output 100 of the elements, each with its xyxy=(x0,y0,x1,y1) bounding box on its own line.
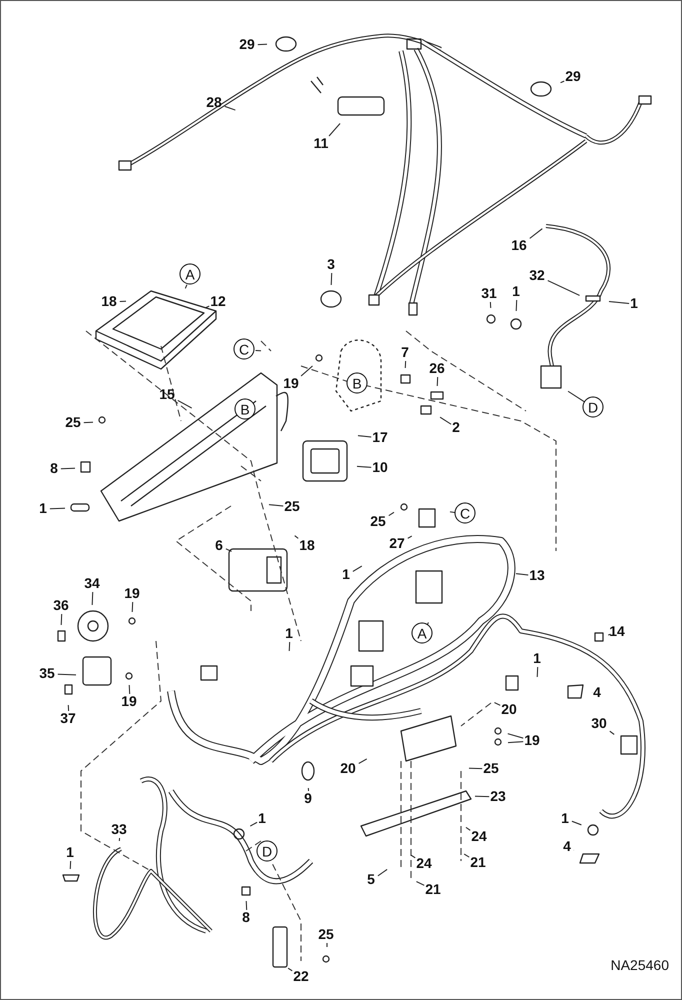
callout-number: 1 xyxy=(533,651,541,665)
leader-line xyxy=(436,376,438,386)
leader-line xyxy=(356,466,372,468)
callout-number: 25 xyxy=(284,499,300,513)
callout-number: 25 xyxy=(483,761,499,775)
callout-number: 10 xyxy=(372,460,388,474)
leader-line xyxy=(465,826,471,831)
callout-number: 1 xyxy=(285,626,293,640)
leader-line xyxy=(515,573,529,576)
callout-number: 28 xyxy=(206,95,222,109)
callout-number: 25 xyxy=(318,927,334,941)
leader-line xyxy=(536,666,538,678)
leader-line xyxy=(60,614,62,626)
callout-number: 27 xyxy=(389,536,405,550)
leader-line xyxy=(508,741,524,744)
leader-line xyxy=(288,968,293,972)
callout-number: 21 xyxy=(425,882,441,896)
leader-line xyxy=(468,768,483,770)
leader-line xyxy=(132,602,134,612)
callout-number: 29 xyxy=(239,37,255,51)
callout-number: 6 xyxy=(215,538,223,552)
callout-number: 19 xyxy=(283,376,299,390)
callout-number: 16 xyxy=(511,238,527,252)
callout-number: 5 xyxy=(367,872,375,886)
callout-number: 12 xyxy=(210,294,226,308)
leader-line xyxy=(83,422,94,424)
callout-number: 8 xyxy=(50,461,58,475)
leader-line xyxy=(177,400,192,409)
leader-line xyxy=(118,838,120,842)
leader-line xyxy=(205,306,210,308)
callout-number: 15 xyxy=(159,387,175,401)
leader-line xyxy=(358,758,368,764)
callout-number: 3 xyxy=(327,257,335,271)
callout-number: 1 xyxy=(39,501,47,515)
leader-line xyxy=(357,435,372,438)
leader-line xyxy=(388,512,394,516)
leader-line xyxy=(300,365,313,376)
leader-line xyxy=(560,80,565,84)
callout-number: 30 xyxy=(591,716,607,730)
leader-line xyxy=(268,504,284,507)
leader-line xyxy=(490,302,492,308)
callout-number: 14 xyxy=(609,624,625,638)
leader-line xyxy=(377,868,388,876)
leader-line xyxy=(184,284,188,289)
leader-line xyxy=(352,566,362,572)
leader-line xyxy=(294,535,299,539)
callout-number: 1 xyxy=(512,284,520,298)
callout-number: 19 xyxy=(124,586,140,600)
leader-line xyxy=(225,548,232,552)
leader-line xyxy=(224,106,236,111)
callout-number: 36 xyxy=(53,598,69,612)
callout-number: 33 xyxy=(111,822,127,836)
leader-line xyxy=(407,536,412,539)
leader-line xyxy=(326,942,328,948)
callout-number: 17 xyxy=(372,430,388,444)
leader-line xyxy=(464,854,470,858)
leader-line xyxy=(257,44,268,46)
callout-number: 26 xyxy=(429,361,445,375)
leader-line xyxy=(571,820,582,826)
leader-line xyxy=(246,900,248,910)
leader-line xyxy=(92,592,94,606)
callout-number: 2 xyxy=(452,420,460,434)
callout-number: 4 xyxy=(563,839,571,853)
view-reference-circle: C xyxy=(234,338,254,360)
callout-number: 24 xyxy=(471,829,487,843)
leader-line xyxy=(568,390,586,403)
callout-number: 18 xyxy=(101,294,117,308)
callout-number: 32 xyxy=(529,268,545,282)
callout-number: 4 xyxy=(593,685,601,699)
leader-line xyxy=(547,280,580,296)
callout-number: 34 xyxy=(84,576,100,590)
leader-line xyxy=(516,300,518,312)
callout-number: 25 xyxy=(370,514,386,528)
view-reference-circle: A xyxy=(412,622,432,644)
view-reference-circle: C xyxy=(454,502,476,524)
view-reference-circle: D xyxy=(256,840,278,862)
callout-number: 13 xyxy=(529,568,545,582)
callout-number: 11 xyxy=(314,136,328,150)
callout-number: 35 xyxy=(39,666,55,680)
callout-number: 1 xyxy=(342,567,350,581)
callout-number: 21 xyxy=(470,855,486,869)
leader-line xyxy=(57,674,76,676)
leader-line xyxy=(608,634,612,636)
callout-number: 29 xyxy=(565,69,581,83)
leader-line xyxy=(474,796,490,798)
callout-number: 1 xyxy=(258,811,266,825)
leader-line xyxy=(70,860,72,870)
callout-number: 19 xyxy=(121,694,137,708)
callout-number: 1 xyxy=(66,845,74,859)
callout-number: 1 xyxy=(561,811,569,825)
callout-number: 8 xyxy=(242,910,250,924)
callout-number: 20 xyxy=(340,761,356,775)
callout-number: 37 xyxy=(60,711,76,725)
leader-line xyxy=(68,704,70,712)
callout-number: 20 xyxy=(501,702,517,716)
drawing-number: NA25460 xyxy=(610,957,669,973)
leader-line xyxy=(288,642,290,652)
callout-number: 7 xyxy=(401,345,409,359)
callout-number: 24 xyxy=(416,856,432,870)
view-reference-circle: D xyxy=(582,396,604,418)
